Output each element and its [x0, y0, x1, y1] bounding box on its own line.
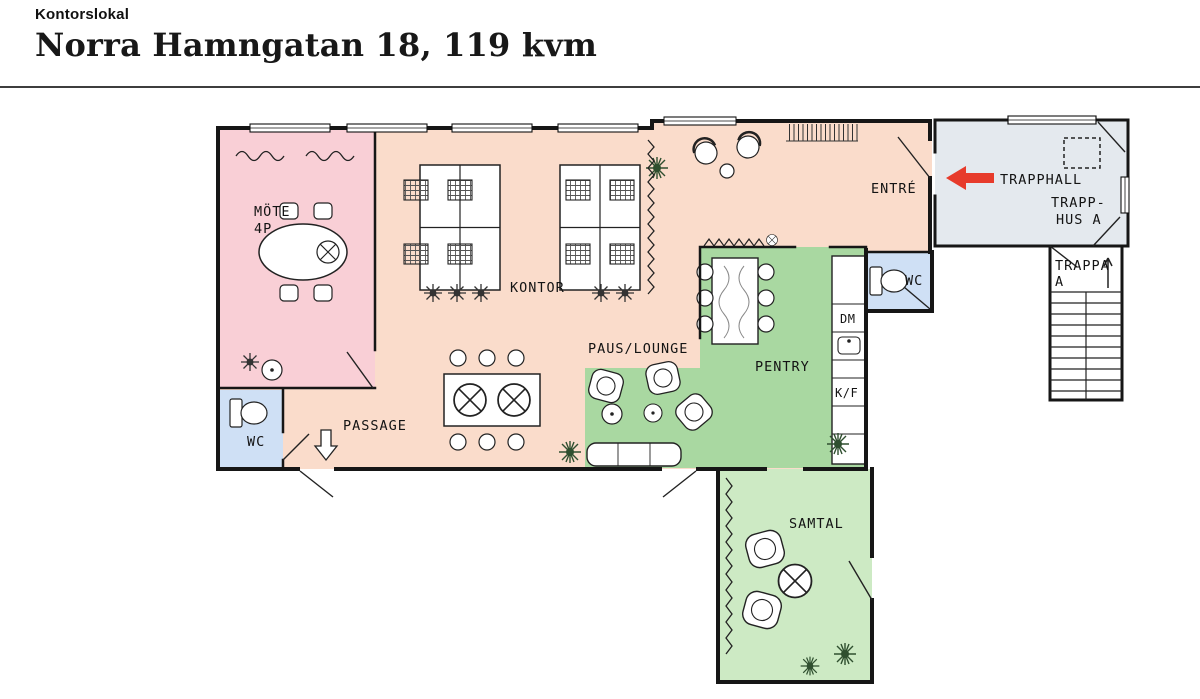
sofa [586, 442, 682, 467]
label-trappa-line2: A [1055, 274, 1064, 290]
interior-walls [216, 128, 932, 470]
monitor-icon [403, 243, 429, 265]
door-leaf [1097, 121, 1126, 153]
window-icon [346, 123, 428, 133]
door-leaf [1092, 216, 1121, 247]
meeting-table-group [240, 202, 348, 381]
monitor-icon [403, 179, 429, 201]
desk-cluster-2 [559, 164, 641, 303]
label-mote-line1: MÖTE [254, 202, 291, 220]
label-trapphus-line2: HUS A [1056, 212, 1102, 228]
label-pentry: PENTRY [755, 359, 810, 375]
plant-icon [558, 440, 582, 464]
furniture [229, 128, 908, 676]
label-kontor: KONTOR [510, 280, 565, 296]
window-icon [249, 123, 331, 133]
door-leaf [299, 470, 334, 498]
label-fridge-freezer: K/F [835, 386, 858, 400]
label-wc-lower: WC [247, 434, 265, 450]
label-entre: ENTRÉ [871, 180, 917, 197]
window-icon [557, 123, 639, 133]
sink-icon [837, 336, 861, 355]
elevator-icon [1063, 137, 1101, 169]
door-leaf [903, 286, 931, 310]
room-fills [218, 120, 1128, 682]
stairhall-left-arrow-icon [946, 166, 994, 190]
samtal-zigzag-wall [725, 477, 733, 655]
glass-partition-zigzag [647, 139, 655, 295]
plant-icon [800, 656, 820, 676]
decor [235, 124, 1101, 655]
entry-down-arrow-icon [313, 429, 339, 462]
pentry-symbol [766, 234, 778, 246]
door-leaf [282, 433, 310, 461]
monitor-icon [609, 243, 635, 265]
door-leaf [897, 136, 931, 179]
stairhall-walls [933, 118, 1130, 248]
door-leaf [662, 470, 697, 498]
page-title: Norra Hamngatan 18, 119 kvm [35, 26, 598, 64]
label-dishwasher: DM [840, 312, 855, 326]
lounge-seating [586, 359, 717, 467]
window-icon [451, 123, 533, 133]
center-table-group [443, 349, 541, 451]
window-icon [1007, 115, 1097, 125]
coat-rack-icon [786, 124, 858, 141]
monitor-icon [565, 243, 591, 265]
category-label: Kontorslokal [35, 6, 130, 23]
label-samtal: SAMTAL [789, 516, 844, 532]
label-trapphus-line1: TRAPP- [1051, 195, 1106, 211]
room-labels: MÖTE 4P KONTOR PAUS/LOUNGE PENTRY PASSAG… [247, 172, 1110, 532]
door-leaf [346, 351, 374, 389]
monitor-icon [447, 243, 473, 265]
walls [216, 118, 1130, 684]
kitchen-counter [831, 255, 867, 465]
stairs [1048, 244, 1124, 402]
door-leaf [1049, 245, 1078, 268]
desk-cluster-1 [403, 164, 501, 303]
plant-icon [833, 642, 857, 666]
stairs-up-arrow-icon [1103, 257, 1113, 288]
header-divider [0, 86, 1200, 88]
doors [282, 121, 1126, 601]
monitor-icon [609, 179, 635, 201]
monitor-icon [565, 179, 591, 201]
monitor-icon [447, 179, 473, 201]
plant-icon [645, 156, 669, 180]
entre-seating [689, 128, 764, 179]
curtain-wave [235, 150, 355, 162]
label-paus-lounge: PAUS/LOUNGE [588, 341, 688, 357]
window-icon [663, 116, 737, 126]
label-passage: PASSAGE [343, 418, 407, 434]
plant-icon [826, 432, 850, 456]
label-trapphall: TRAPPHALL [1000, 172, 1082, 188]
pentry-dining [696, 257, 775, 345]
label-mote-line2: 4P [254, 221, 272, 237]
page-header: Kontorslokal Norra Hamngatan 18, 119 kvm [35, 6, 597, 64]
label-wc-upper: WC [905, 273, 923, 289]
door-leaf [848, 560, 873, 601]
label-trappa-line1: TRAPPA [1055, 258, 1110, 274]
window-icon [1120, 176, 1130, 214]
